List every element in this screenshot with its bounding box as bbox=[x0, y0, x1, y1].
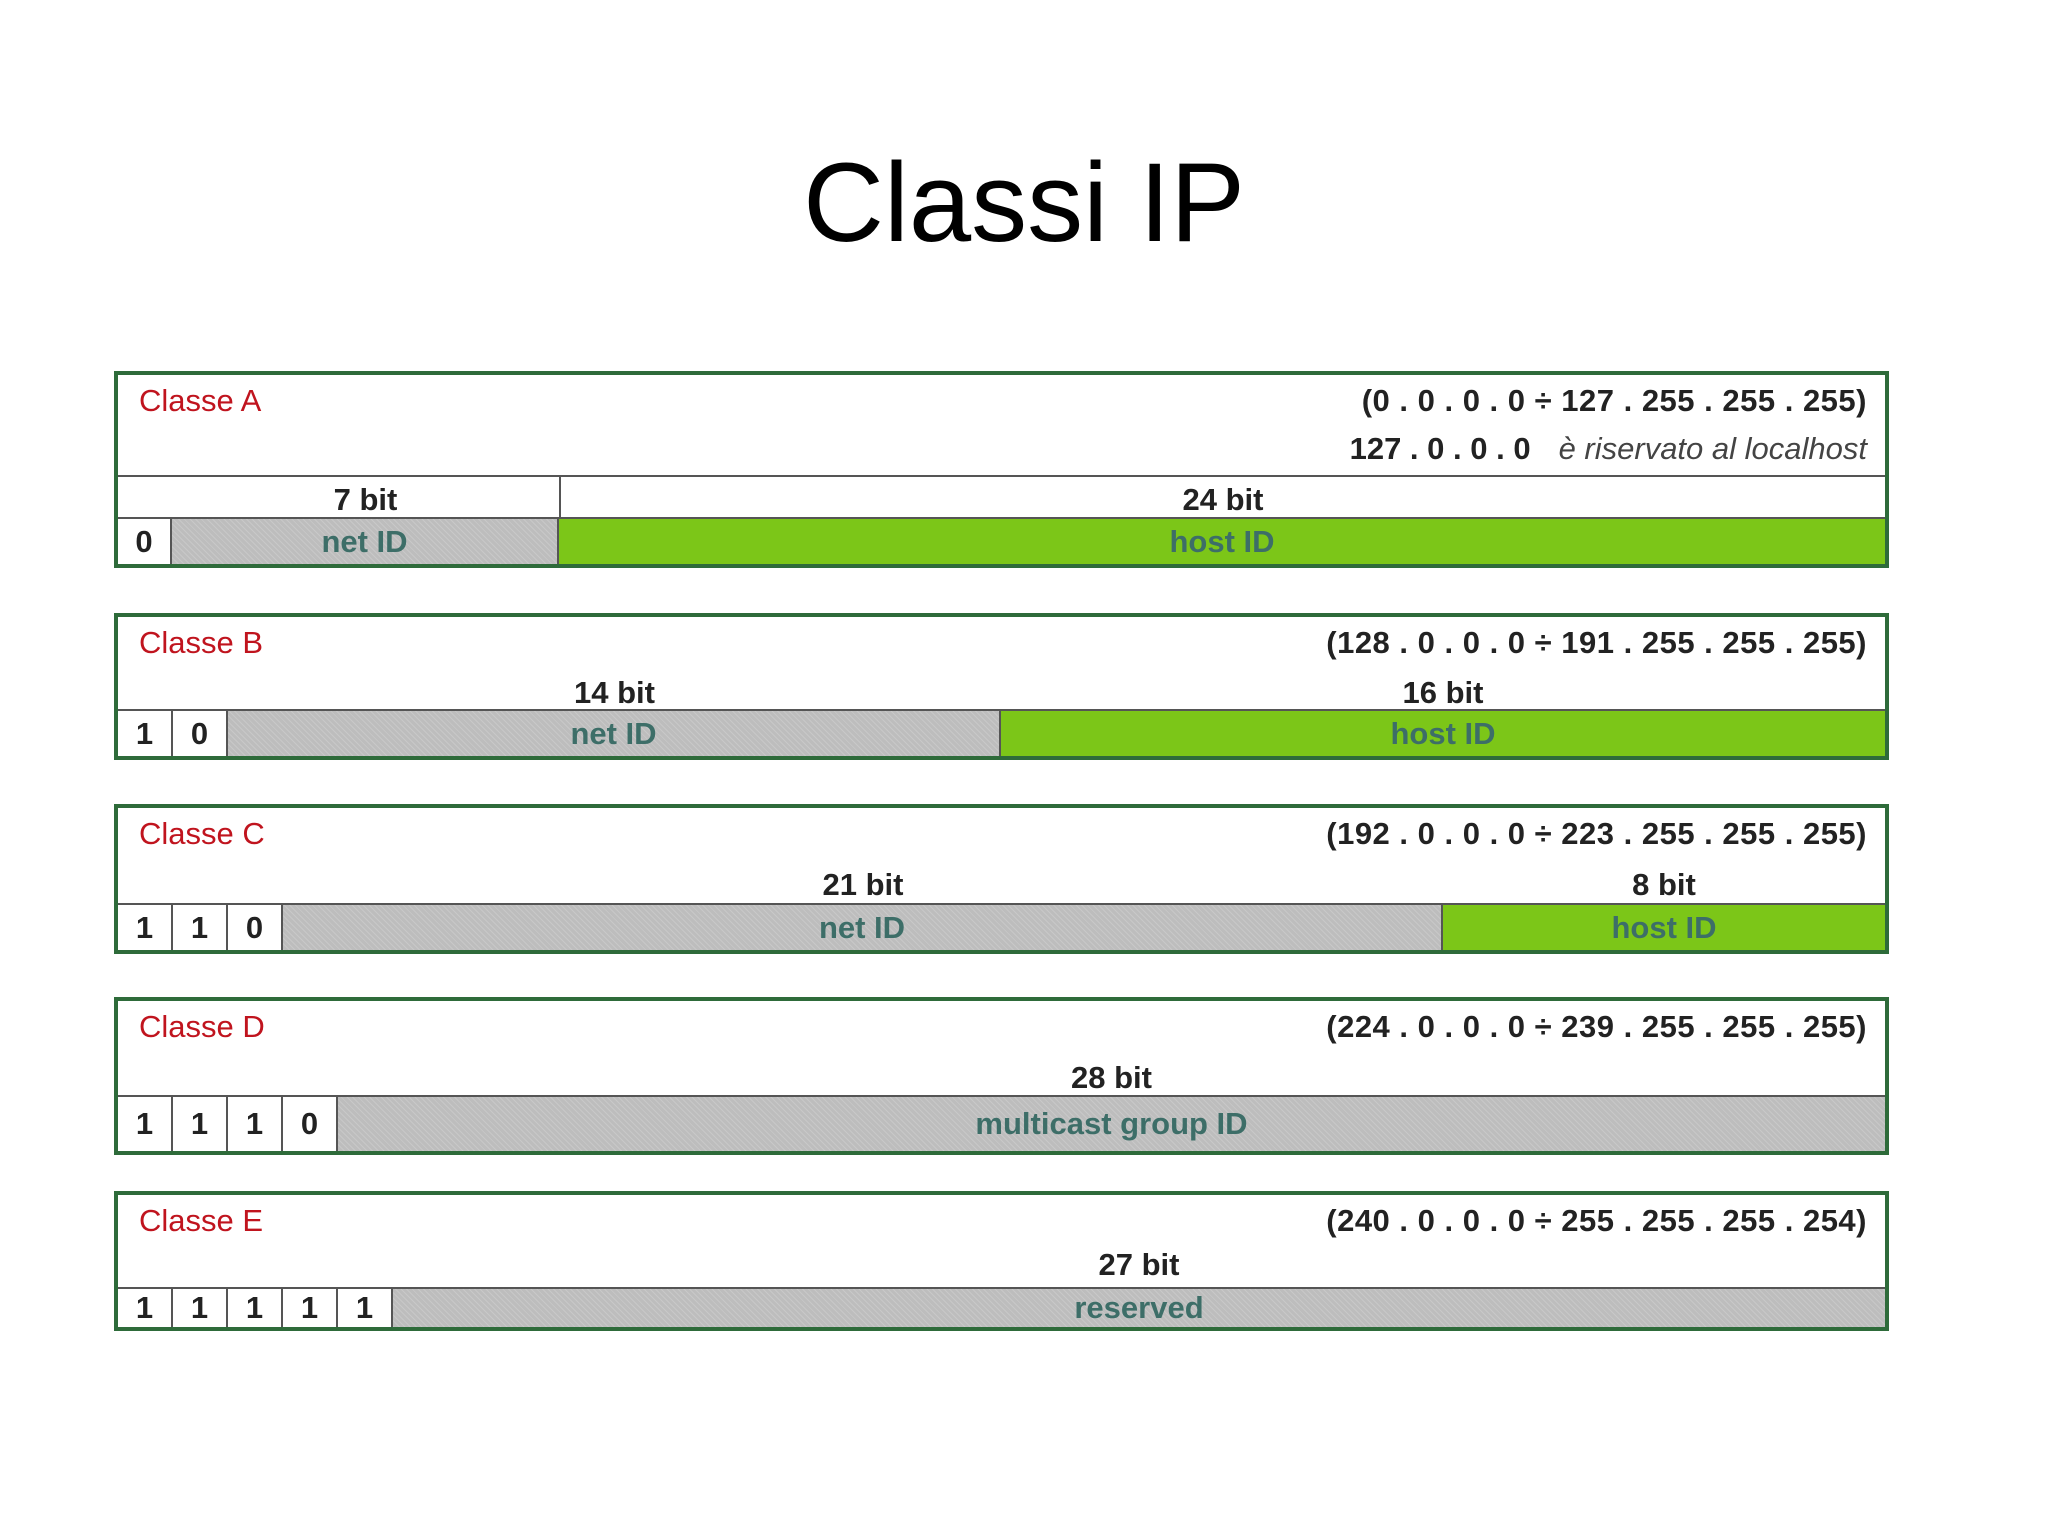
class-b-diagram: Classe B (128 . 0 . 0 . 0 ÷ 191 . 255 . … bbox=[114, 613, 1889, 760]
class-name: Classe A bbox=[139, 383, 262, 418]
class-a-diagram: Classe A (0 . 0 . 0 . 0 ÷ 127 . 255 . 25… bbox=[114, 371, 1889, 568]
localhost-address: 127 . 0 . 0 . 0 bbox=[1349, 431, 1531, 466]
leading-bit: 1 bbox=[118, 1289, 173, 1327]
class-name: Classe B bbox=[139, 625, 264, 660]
reserved-bit-count: 27 bit bbox=[1098, 1247, 1180, 1282]
bit-count-row: 7 bit 24 bit bbox=[118, 475, 1885, 523]
host-id-field: host ID bbox=[559, 519, 1885, 564]
group-bit-count: 28 bit bbox=[1071, 1060, 1152, 1095]
leading-bit: 0 bbox=[118, 519, 172, 564]
class-d-diagram: Classe D (224 . 0 . 0 . 0 ÷ 239 . 255 . … bbox=[114, 997, 1889, 1155]
leading-bit: 0 bbox=[228, 905, 283, 950]
net-id-field: net ID bbox=[228, 711, 1001, 756]
bit-count-row: 21 bit 8 bit bbox=[118, 862, 1885, 908]
net-bit-count: 7 bit bbox=[333, 482, 398, 517]
leading-bit: 1 bbox=[228, 1097, 283, 1151]
leading-bit: 0 bbox=[283, 1097, 338, 1151]
reserved-field: reserved bbox=[393, 1289, 1885, 1327]
leading-bit: 1 bbox=[338, 1289, 393, 1327]
leading-bit: 1 bbox=[173, 1289, 228, 1327]
net-bit-count: 14 bit bbox=[574, 675, 655, 710]
address-bit-layout: 1 1 0 net ID host ID bbox=[118, 903, 1885, 950]
address-bit-layout: 1 0 net ID host ID bbox=[118, 709, 1885, 756]
address-range: (192 . 0 . 0 . 0 ÷ 223 . 255 . 255 . 255… bbox=[1326, 816, 1867, 851]
address-range: (240 . 0 . 0 . 0 ÷ 255 . 255 . 255 . 254… bbox=[1326, 1203, 1867, 1238]
leading-bit: 1 bbox=[283, 1289, 338, 1327]
localhost-note-text: è riservato al localhost bbox=[1558, 431, 1867, 466]
class-name: Classe C bbox=[139, 816, 265, 851]
host-bit-count: 16 bit bbox=[1402, 675, 1484, 710]
address-range: (224 . 0 . 0 . 0 ÷ 239 . 255 . 255 . 255… bbox=[1326, 1009, 1867, 1044]
leading-bit: 1 bbox=[118, 905, 173, 950]
net-id-field: net ID bbox=[283, 905, 1443, 950]
address-range: (0 . 0 . 0 . 0 ÷ 127 . 255 . 255 . 255) bbox=[1361, 383, 1867, 418]
host-id-field: host ID bbox=[1001, 711, 1885, 756]
localhost-note: 127 . 0 . 0 . 0 è riservato al localhost bbox=[1350, 429, 1867, 469]
class-e-diagram: Classe E (240 . 0 . 0 . 0 ÷ 255 . 255 . … bbox=[114, 1191, 1889, 1331]
address-bit-layout: 1 1 1 1 1 reserved bbox=[118, 1287, 1885, 1327]
address-range: (128 . 0 . 0 . 0 ÷ 191 . 255 . 255 . 255… bbox=[1326, 625, 1867, 660]
class-name: Classe E bbox=[139, 1203, 264, 1238]
net-id-field: net ID bbox=[172, 519, 559, 564]
leading-bit: 0 bbox=[173, 711, 228, 756]
bit-count-row: 27 bit bbox=[118, 1245, 1885, 1285]
host-bit-count: 24 bit bbox=[559, 477, 1885, 523]
page-title: Classi IP bbox=[803, 140, 1245, 265]
leading-bit: 1 bbox=[118, 1097, 173, 1151]
bit-count-row: 28 bit bbox=[118, 1055, 1885, 1101]
host-bit-count: 8 bit bbox=[1632, 867, 1696, 902]
bit-count-row: 14 bit 16 bit bbox=[118, 671, 1885, 715]
leading-bit: 1 bbox=[173, 905, 228, 950]
address-bit-layout: 0 net ID host ID bbox=[118, 517, 1885, 564]
leading-bit: 1 bbox=[228, 1289, 283, 1327]
class-name: Classe D bbox=[139, 1009, 265, 1044]
host-id-field: host ID bbox=[1443, 905, 1885, 950]
net-bit-count: 21 bit bbox=[822, 867, 904, 902]
multicast-group-id-field: multicast group ID bbox=[338, 1097, 1885, 1151]
leading-bit: 1 bbox=[173, 1097, 228, 1151]
class-c-diagram: Classe C (192 . 0 . 0 . 0 ÷ 223 . 255 . … bbox=[114, 804, 1889, 954]
leading-bit: 1 bbox=[118, 711, 173, 756]
address-bit-layout: 1 1 1 0 multicast group ID bbox=[118, 1095, 1885, 1151]
